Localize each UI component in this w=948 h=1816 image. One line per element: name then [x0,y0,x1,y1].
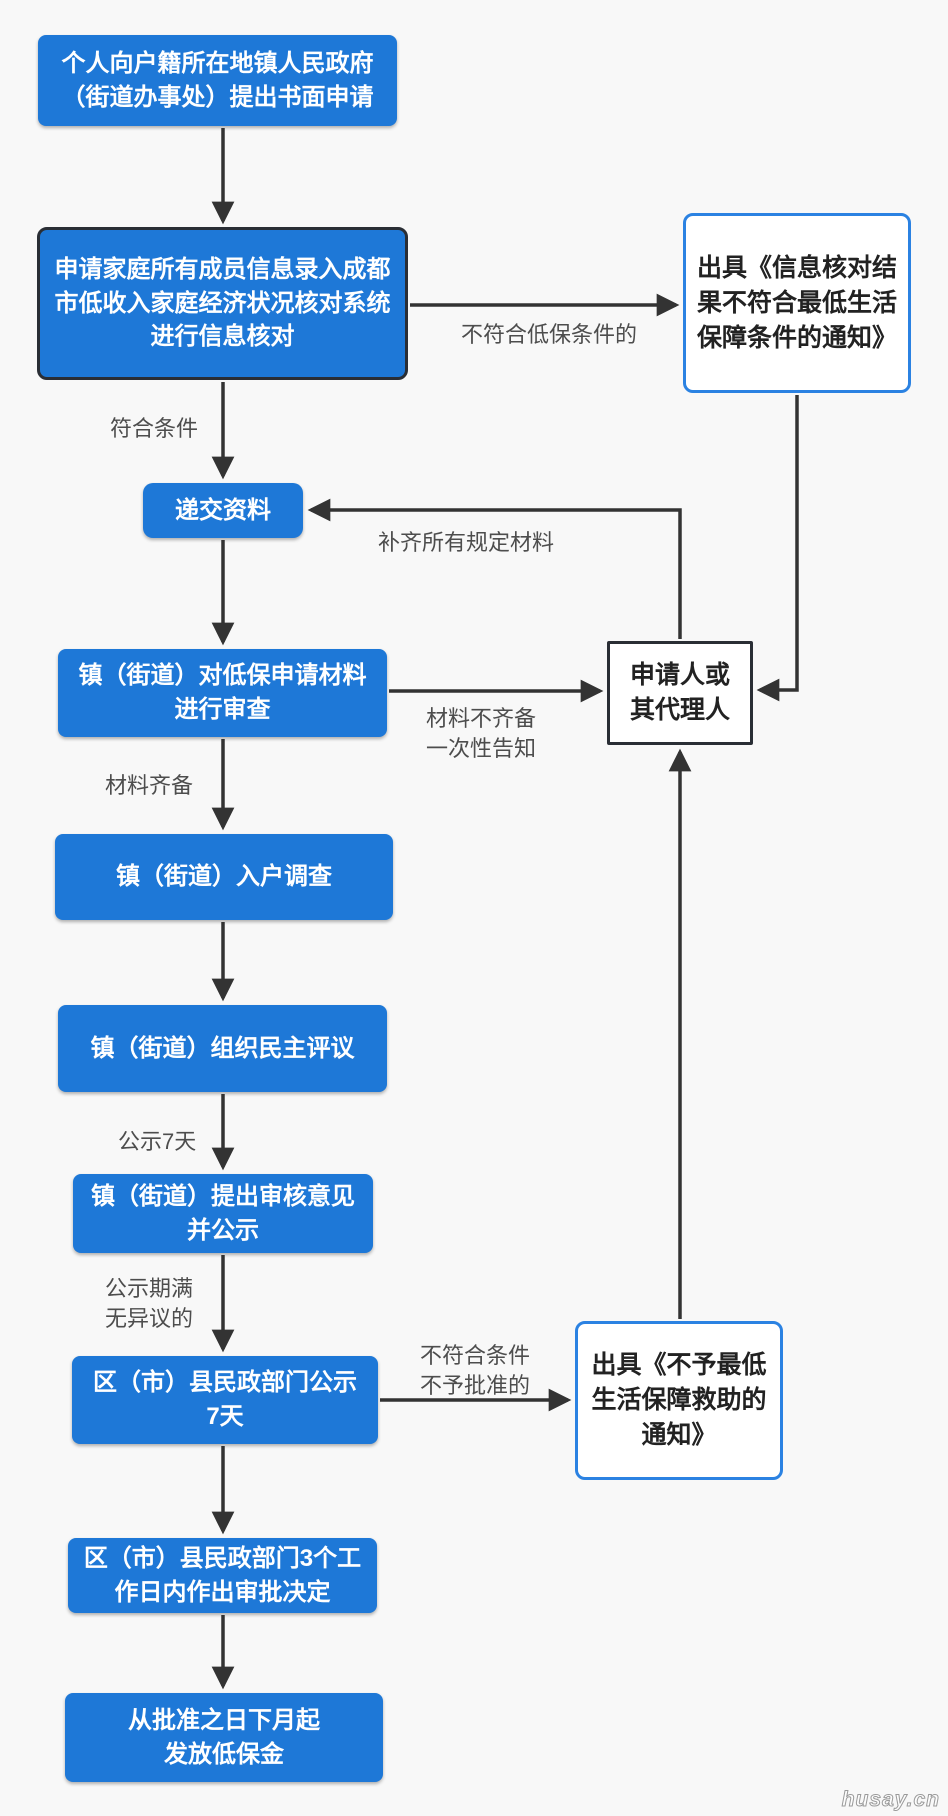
edge-label-materials-complete: 材料齐备 [105,773,194,798]
node-material-review: 镇（街道）对低保申请材料 进行审查 [58,649,387,737]
node-audit-opinion: 镇（街道）提出审核意见 并公示 [73,1174,373,1253]
node-household-survey: 镇（街道）入户调查 [55,834,393,920]
node-written-application: 个人向户籍所在地镇人民政府 （街道办事处）提出书面申请 [38,35,397,126]
node-submit-materials: 递交资料 [143,483,303,538]
arrow-notice-to-applicant [756,395,799,702]
arrow-applicant-to-submit [307,498,682,639]
node-grant-allowance: 从批准之日下月起 发放低保金 [65,1693,383,1782]
node-notice-not-qualified: 出具《信息核对结 果不符合最低生活 保障条件的通知》 [683,213,911,393]
edge-label-not-approved: 不符合条件 不予批准的 [420,1343,531,1398]
edge-label-supplement-materials: 补齐所有规定材料 [378,530,555,555]
node-district-publicity: 区（市）县民政部门公示 7天 [72,1356,378,1444]
edge-label-materials-incomplete: 材料不齐备 一次性告知 [426,706,537,761]
edge-label-not-meet-dibao: 不符合低保条件的 [461,322,638,347]
edge-label-meet-condition: 符合条件 [110,416,199,441]
node-info-verification: 申请家庭所有成员信息录入成都 市低收入家庭经济状况核对系统 进行信息核对 [37,227,408,380]
node-applicant-or-agent: 申请人或 其代理人 [607,641,753,745]
edge-label-publicity-expired: 公示期满 无异议的 [105,1276,194,1331]
site-watermark: husay.cn [841,1788,940,1812]
node-notice-no-assistance: 出具《不予最低 生活保障救助的 通知》 [575,1321,783,1480]
edge-label-publicity-7-days: 公示7天 [118,1129,197,1154]
node-democratic-appraisal: 镇（街道）组织民主评议 [58,1005,387,1092]
node-approval-decision: 区（市）县民政部门3个工 作日内作出审批决定 [68,1538,377,1613]
